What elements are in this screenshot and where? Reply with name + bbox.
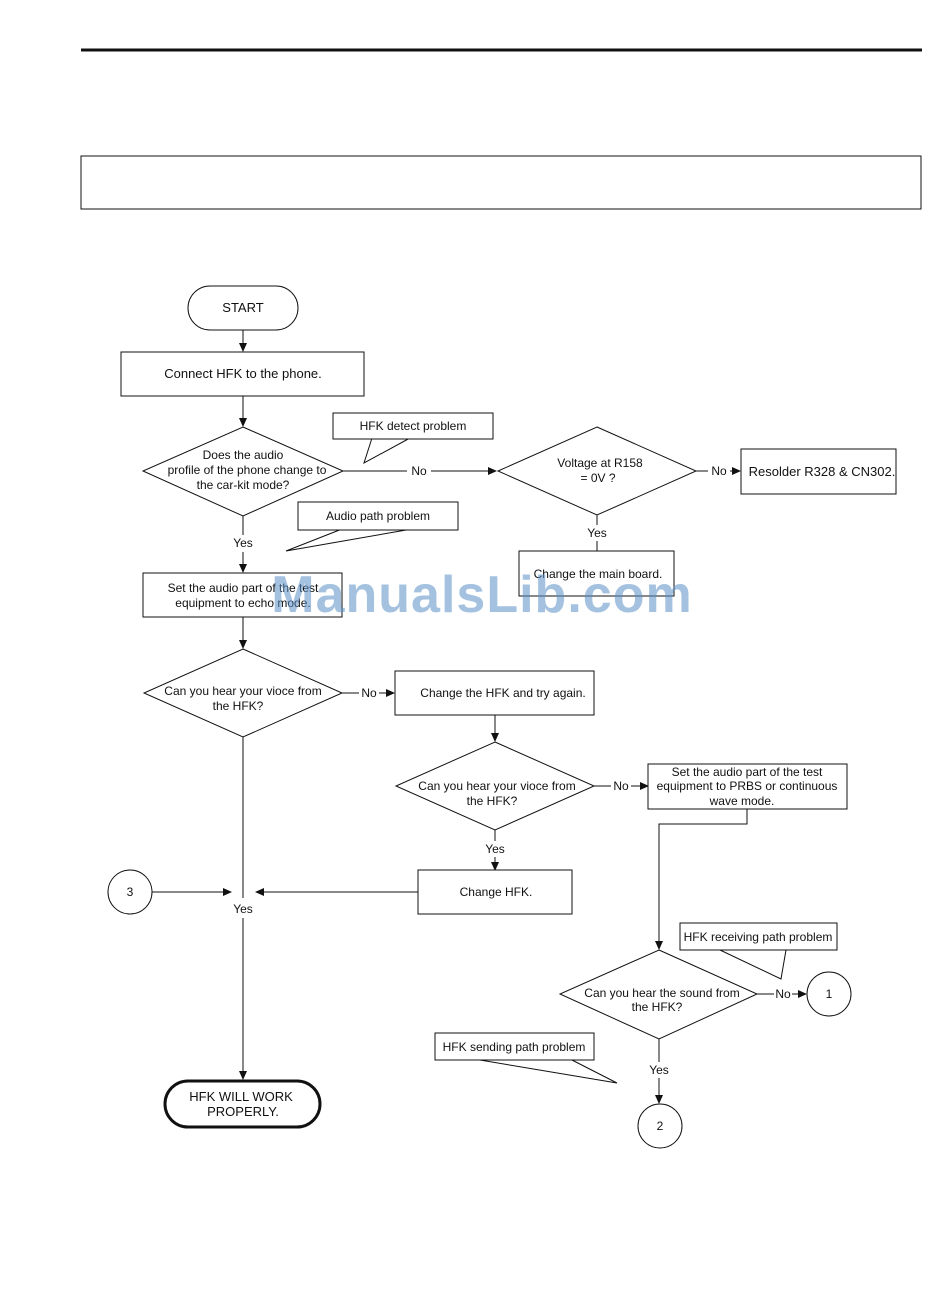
start-label: START [222,300,263,315]
set-prbs-line-1: Set the audio part of the test [672,765,823,779]
start-node: START [187,285,299,331]
set-prbs-line-3: wave mode. [709,794,775,808]
callout-audio-path: Audio path problem [285,501,459,552]
connector-3-label: 3 [127,885,134,899]
label-voice2-no: No [613,779,629,793]
decision-voice1-line-2: the HFK? [213,699,264,713]
resolder-label: Resolder R328 & CN302. [749,464,896,479]
connector-1: 1 [806,971,852,1017]
connector-3: 3 [107,869,153,915]
callout-hfk-sending-text: HFK sending path problem [443,1040,586,1054]
callout-audio-path-text: Audio path problem [326,509,430,523]
label-voltage-yes: Yes [587,526,607,540]
decision-sound-line-1: Can you hear the sound from [584,986,739,1000]
decision-voice2-line-1: Can you hear your vioce from [418,779,575,793]
decision-audio-profile-line-1: Does the audio [203,448,284,462]
callout-hfk-sending: HFK sending path problem [434,1032,618,1084]
decision-audio-profile-line-3: the car-kit mode? [197,478,290,492]
callout-hfk-receiving: HFK receiving path problem [679,922,838,980]
set-prbs-mode-box: Set the audio part of the test equipment… [647,763,848,810]
label-voice1-no: No [361,686,377,700]
decision-voltage-line-1: Voltage at R158 [557,456,643,470]
decision-voltage-r158: Voltage at R158 = 0V ? [496,426,698,516]
label-sound-no: No [775,987,791,1001]
decision-hear-voice-2: Can you hear your vioce from the HFK? [394,741,596,831]
change-hfk-label: Change HFK. [460,885,533,899]
end-line-1: HFK WILL WORK [189,1089,293,1104]
label-voice1-yes: Yes [233,902,253,916]
callout-hfk-receiving-text: HFK receiving path problem [684,930,833,944]
end-node: HFK WILL WORK PROPERLY. [163,1079,322,1129]
set-echo-line-2: equipment to echo mode. [175,596,310,610]
change-main-board-box: Change the main board. [518,550,675,597]
decision-audio-profile-line-2: profile of the phone change to [168,463,327,477]
connect-hfk-box: Connect HFK to the phone. [120,351,365,397]
callout-hfk-detect-text: HFK detect problem [360,419,467,433]
decision-voice2-line-2: the HFK? [467,794,518,808]
connector-1-label: 1 [826,987,833,1001]
set-prbs-line-2: equipment to PRBS or continuous [657,779,838,793]
label-sound-yes: Yes [649,1063,669,1077]
decision-hear-sound: Can you hear the sound from the HFK? [558,949,759,1040]
decision-voltage-line-2: = 0V ? [580,471,615,485]
set-echo-line-1: Set the audio part of the test [168,581,319,595]
decision-audio-profile: Does the audio profile of the phone chan… [141,426,345,517]
edge-prbs-sound [655,809,748,950]
end-line-2: PROPERLY. [207,1104,279,1119]
decision-voice1-line-1: Can you hear your vioce from [164,684,321,698]
label-voice2-yes: Yes [485,842,505,856]
connector-2-label: 2 [657,1119,664,1133]
connector-2: 2 [637,1103,683,1149]
decision-sound-line-2: the HFK? [632,1000,683,1014]
decision-hear-voice-1: Can you hear your vioce from the HFK? [142,648,344,738]
resolder-box: Resolder R328 & CN302. [740,448,897,495]
label-voltage-no: No [711,464,727,478]
change-hfk-try-again-box: Change the HFK and try again. [394,670,595,716]
set-echo-mode-box: Set the audio part of the test equipment… [142,572,343,618]
connect-hfk-label: Connect HFK to the phone. [164,366,322,381]
label-profile-yes: Yes [233,536,253,550]
watermark: ManualsLib.com [271,566,692,624]
change-hfk-box: Change HFK. [417,869,573,915]
change-main-board-label: Change the main board. [534,567,663,581]
label-profile-no: No [411,464,427,478]
change-hfk-try-again-label: Change the HFK and try again. [420,686,585,700]
callout-hfk-detect: HFK detect problem [332,412,494,465]
header-box [80,155,922,210]
